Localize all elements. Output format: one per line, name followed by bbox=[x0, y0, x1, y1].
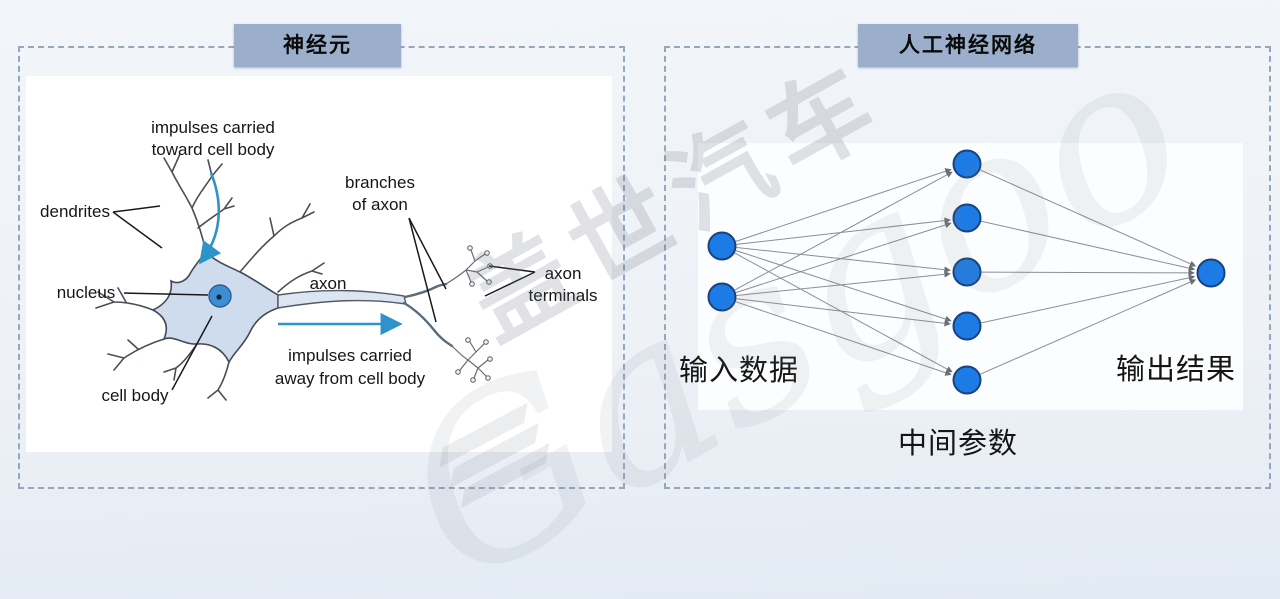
ann-panel-title: 人工神经网络 bbox=[858, 24, 1078, 67]
dendrites-drawing bbox=[95, 153, 325, 401]
ann-edge bbox=[979, 169, 1197, 267]
ann-node bbox=[952, 365, 982, 395]
neuron-svg: impulses carried toward cell body dendri… bbox=[40, 118, 598, 405]
cell-body-shape bbox=[151, 250, 279, 364]
nucleus-label: nucleus bbox=[57, 283, 116, 302]
label-pointer-lines bbox=[112, 205, 536, 391]
hidden-layer-label: 中间参数 bbox=[898, 428, 1019, 460]
ann-node bbox=[707, 231, 737, 261]
output-layer-label: 输出结果 bbox=[1116, 354, 1237, 386]
axon-terminal-bulbs bbox=[455, 245, 493, 383]
ann-svg bbox=[707, 149, 1226, 395]
ann-nodes bbox=[707, 149, 1226, 395]
ann-edge bbox=[735, 301, 952, 376]
impulse-toward-arrow bbox=[199, 172, 222, 265]
ann-edge bbox=[734, 252, 953, 373]
ann-edge bbox=[734, 171, 953, 291]
nucleus-dot bbox=[216, 294, 222, 300]
nucleus-pointer-line bbox=[123, 292, 209, 296]
ann-node bbox=[707, 282, 737, 312]
ann-edge bbox=[980, 279, 1197, 375]
neuron-illustration: impulses carried toward cell body dendri… bbox=[26, 76, 612, 452]
impulses-toward-label-line2: toward cell body bbox=[152, 140, 275, 159]
ann-edge bbox=[981, 269, 1195, 277]
dendrites-pointer-line bbox=[112, 205, 163, 249]
terminals-pointer-line bbox=[484, 265, 536, 297]
branches-label-line1: branches bbox=[345, 173, 415, 192]
terminals-label-line1: axon bbox=[545, 264, 582, 283]
impulses-away-label-line2: away from cell body bbox=[275, 369, 426, 388]
ann-edge bbox=[736, 217, 951, 245]
axon-label: axon bbox=[310, 274, 347, 293]
ann-edge bbox=[980, 220, 1196, 272]
neuron-panel-title: 神经元 bbox=[234, 24, 401, 67]
ann-node bbox=[1196, 258, 1226, 288]
ann-edge bbox=[981, 274, 1196, 324]
ann-node bbox=[952, 203, 982, 233]
impulses-toward-label-line1: impulses carried bbox=[151, 118, 275, 137]
ann-edge bbox=[735, 168, 952, 242]
terminals-label-line2: terminals bbox=[529, 286, 598, 305]
ann-edge bbox=[736, 247, 951, 273]
axon-terminals-drawing bbox=[445, 249, 489, 379]
dendrites-label: dendrites bbox=[40, 202, 110, 221]
ann-edge bbox=[736, 271, 951, 296]
branches-label-line2: of axon bbox=[352, 195, 408, 214]
axon-shape bbox=[277, 289, 407, 309]
input-layer-label: 输入数据 bbox=[679, 355, 800, 387]
cell-body-label: cell body bbox=[101, 386, 169, 405]
cell-body-pointer-line bbox=[171, 315, 213, 391]
ann-node bbox=[952, 311, 982, 341]
ann-edges bbox=[734, 168, 1197, 376]
branches-pointer-line bbox=[408, 217, 447, 323]
ann-edge bbox=[736, 298, 951, 327]
ann-node bbox=[952, 149, 982, 179]
impulses-away-label-line1: impulses carried bbox=[288, 346, 412, 365]
ann-edge bbox=[735, 221, 952, 294]
ann-node bbox=[952, 257, 982, 287]
ann-edge bbox=[735, 250, 952, 323]
